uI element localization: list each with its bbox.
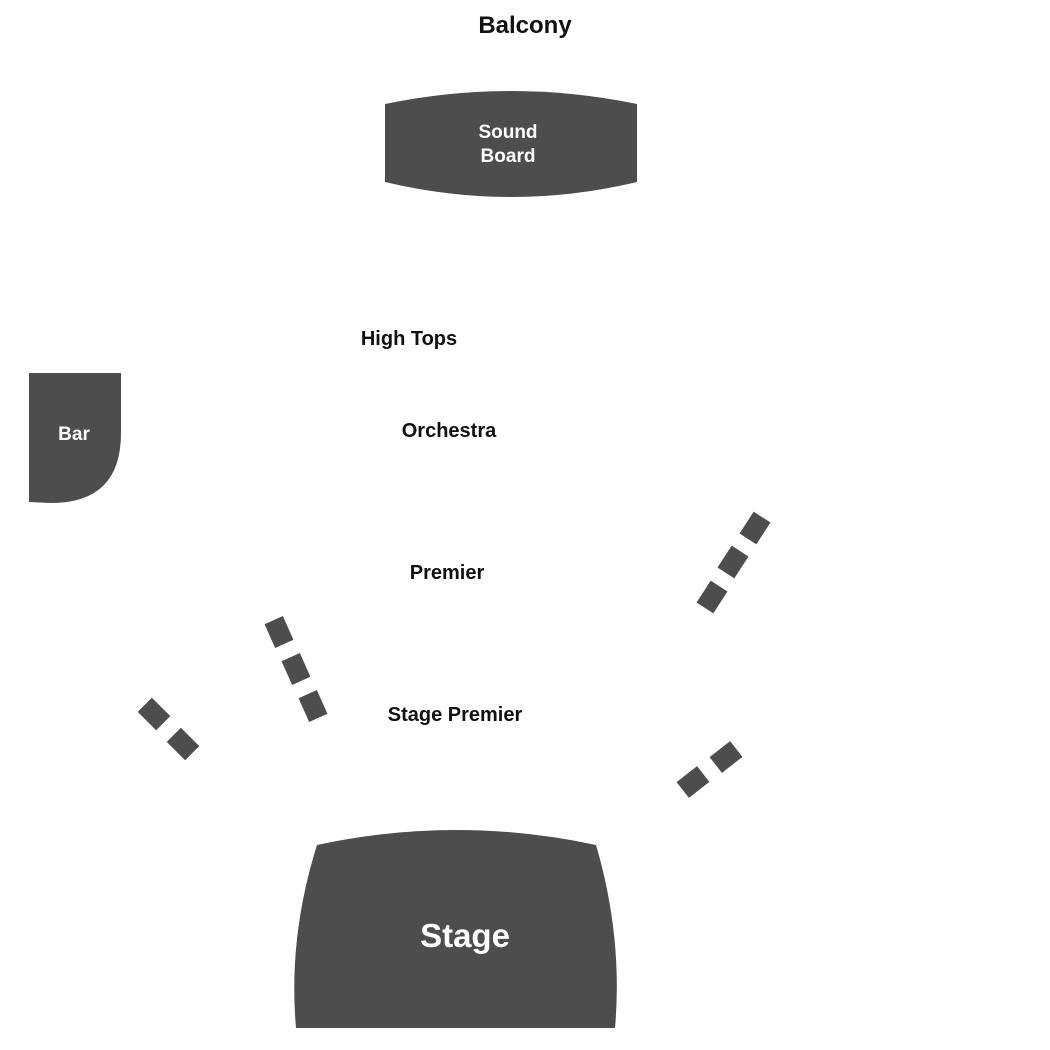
section-stage-premier-label[interactable]: Stage Premier bbox=[388, 704, 523, 726]
box-seats-left-lower bbox=[137, 697, 200, 761]
sound-board-label-line2: Board bbox=[481, 146, 536, 167]
stage-shape bbox=[294, 830, 617, 1028]
bar-shape bbox=[29, 373, 121, 503]
section-orchestra-label[interactable]: Orchestra bbox=[402, 420, 497, 442]
bar-label: Bar bbox=[58, 424, 90, 445]
sound-board: Sound Board bbox=[385, 91, 637, 197]
box-seat[interactable] bbox=[298, 690, 328, 722]
section-premier-label[interactable]: Premier bbox=[410, 562, 485, 584]
box-seats-right-upper bbox=[696, 511, 771, 614]
section-balcony-label[interactable]: Balcony bbox=[478, 12, 572, 39]
box-seat[interactable] bbox=[739, 511, 771, 545]
stage-label: Stage bbox=[420, 917, 510, 954]
sound-board-label-line1: Sound bbox=[478, 122, 537, 143]
box-seat[interactable] bbox=[717, 545, 749, 579]
box-seat[interactable] bbox=[166, 727, 200, 761]
stage: Stage bbox=[294, 830, 617, 1028]
bar: Bar bbox=[29, 373, 121, 503]
box-seat[interactable] bbox=[709, 741, 743, 773]
box-seats-left-upper bbox=[264, 616, 328, 722]
box-seat[interactable] bbox=[264, 616, 294, 648]
sound-board-shape bbox=[385, 91, 637, 197]
section-high-tops-label[interactable]: High Tops bbox=[361, 328, 457, 350]
box-seat[interactable] bbox=[281, 653, 311, 685]
box-seat[interactable] bbox=[696, 580, 728, 614]
box-seat[interactable] bbox=[676, 766, 710, 798]
box-seat[interactable] bbox=[137, 697, 171, 731]
box-seats-right-lower bbox=[676, 741, 743, 798]
